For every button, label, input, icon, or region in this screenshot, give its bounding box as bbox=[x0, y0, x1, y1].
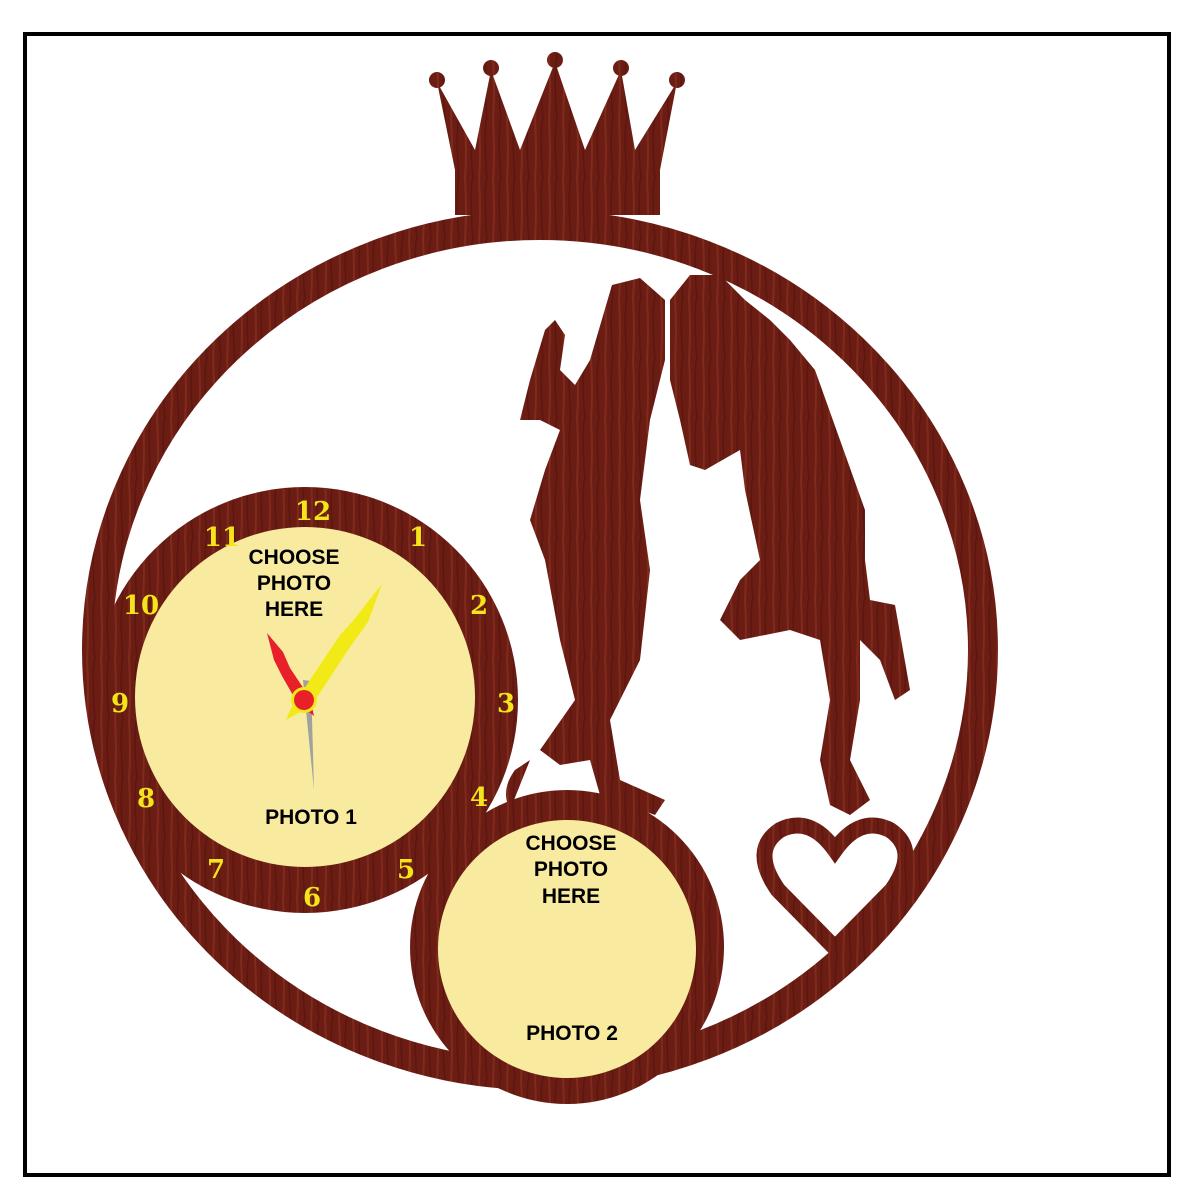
photo2-line2: PHOTO bbox=[534, 858, 608, 881]
photo2-line1: CHOOSE bbox=[525, 832, 616, 855]
hands-center-cap bbox=[294, 690, 314, 710]
numeral-1: 1 bbox=[409, 523, 427, 553]
numeral-12: 12 bbox=[295, 497, 331, 527]
numeral-7: 7 bbox=[207, 855, 225, 885]
numeral-3: 3 bbox=[497, 689, 515, 719]
clock-numerals: 12 1 2 3 4 5 6 7 8 9 10 11 bbox=[111, 497, 515, 913]
numeral-6: 6 bbox=[303, 883, 321, 913]
numeral-8: 8 bbox=[137, 784, 155, 814]
frame-border bbox=[23, 32, 1171, 1177]
photo1-line2: PHOTO bbox=[257, 572, 331, 595]
photo1-caption: PHOTO 1 bbox=[265, 806, 357, 829]
photo-2-frame[interactable] bbox=[438, 820, 696, 1078]
numeral-11: 11 bbox=[204, 523, 240, 553]
photo2-line3: HERE bbox=[542, 885, 600, 908]
minute-hand bbox=[286, 584, 382, 720]
numeral-9: 9 bbox=[111, 689, 129, 719]
couple-silhouette bbox=[506, 275, 910, 815]
photo1-line3: HERE bbox=[265, 598, 323, 621]
numeral-5: 5 bbox=[397, 855, 415, 885]
clock-hands bbox=[267, 584, 382, 790]
numeral-2: 2 bbox=[470, 591, 488, 621]
heart-cutout bbox=[756, 817, 914, 960]
crown bbox=[429, 52, 685, 215]
numeral-10: 10 bbox=[123, 591, 159, 621]
photo1-line1: CHOOSE bbox=[248, 546, 339, 569]
numeral-4: 4 bbox=[470, 783, 488, 813]
photo2-caption: PHOTO 2 bbox=[526, 1022, 618, 1045]
